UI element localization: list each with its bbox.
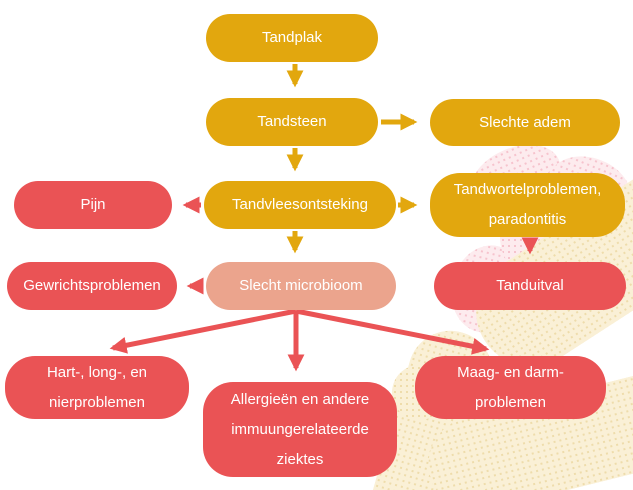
node-tandsteen: Tandsteen bbox=[206, 98, 378, 146]
node-gewrichtsproblemen: Gewrichtsproblemen bbox=[7, 262, 177, 310]
node-tandvleesontsteking: Tandvleesontsteking bbox=[204, 181, 396, 229]
arrow-microbioom-hartlongnier bbox=[109, 308, 297, 354]
node-allergieen: Allergieën en andere immuungerelateerde … bbox=[203, 382, 397, 477]
node-tanduitval: Tanduitval bbox=[434, 262, 626, 310]
node-tandplak: Tandplak bbox=[206, 14, 378, 62]
node-tandwortelproblemen: Tandwortelproblemen, paradontitis bbox=[430, 173, 625, 237]
node-slechte-adem: Slechte adem bbox=[430, 99, 620, 146]
node-pijn: Pijn bbox=[14, 181, 172, 229]
node-slecht-microbioom: Slecht microbioom bbox=[206, 262, 396, 310]
arrow-microbioom-maagdarm bbox=[295, 308, 490, 355]
node-maag-darm: Maag- en darm- problemen bbox=[415, 356, 606, 419]
node-hart-long-nier: Hart-, long-, en nierproblemen bbox=[5, 356, 189, 419]
